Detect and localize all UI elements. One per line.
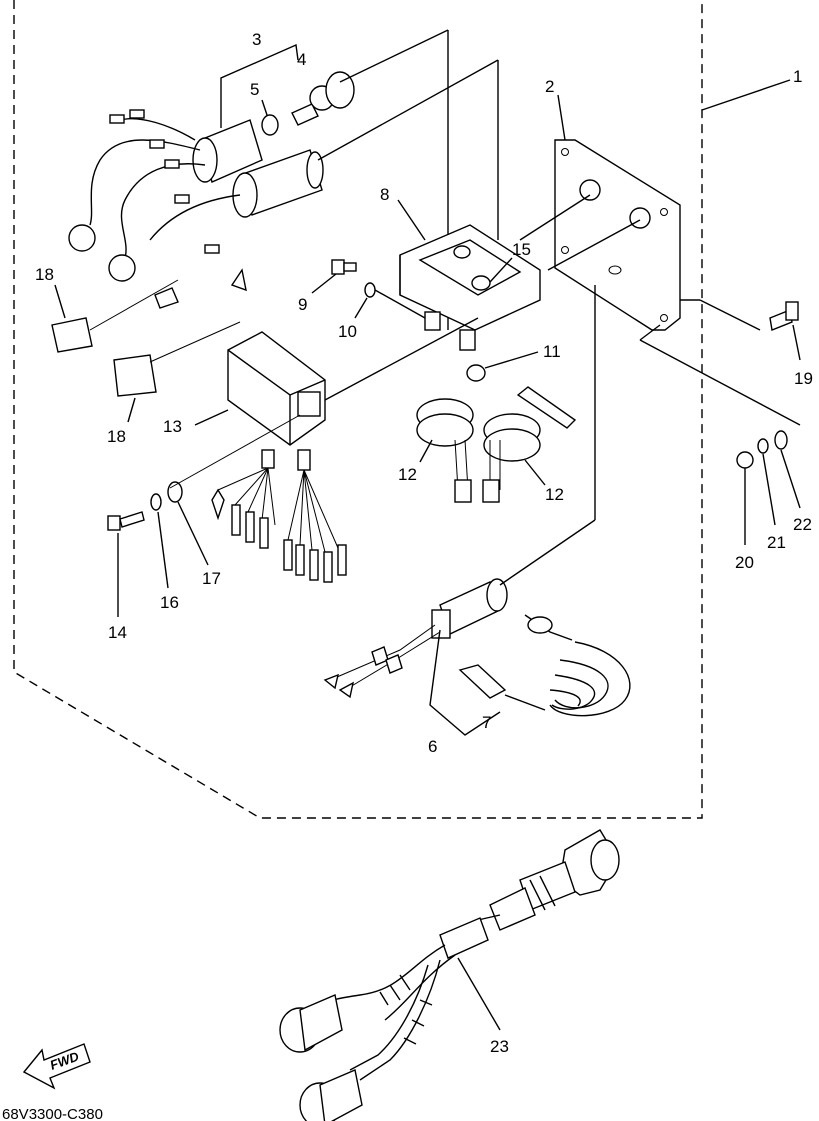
washer [364,282,376,298]
bolt [107,511,145,531]
callout-12-right: 12 [545,485,564,504]
callout-5: 5 [250,80,259,99]
main-switch [68,71,355,309]
cable-tie [516,386,577,429]
bracket [399,224,541,351]
lanyard [458,614,631,717]
callout-17: 17 [202,569,221,588]
callout-16: 16 [160,593,179,612]
part-code: 68V3300-C380 [2,1106,103,1121]
callout-7: 7 [482,713,491,732]
nut [466,364,486,382]
forward-direction-arrow: FWD [22,1043,91,1090]
callout-2: 2 [545,77,554,96]
panel-washer [774,430,788,450]
assembly-boundary [13,0,703,819]
panel-nut [736,451,754,469]
callout-18-lower: 18 [107,427,126,446]
callout-6: 6 [428,737,437,756]
callout-12-left: 12 [398,465,417,484]
callout-9: 9 [298,295,307,314]
callout-8: 8 [380,185,389,204]
callout-22: 22 [793,515,812,534]
panel-plate [554,139,681,331]
callout-3: 3 [252,30,261,49]
control-unit [211,331,347,583]
stop-switch [323,578,508,699]
lock-washer [150,493,162,511]
callout-20: 20 [735,553,754,572]
panel-screw [769,301,799,331]
callout-15: 15 [512,240,531,259]
callout-11: 11 [543,342,561,361]
callout-10: 10 [338,322,357,341]
callout-1: 1 [793,67,802,86]
panel-lock-washer [757,438,769,454]
buzzer-left [416,398,474,503]
wire-harness [279,829,620,1121]
callout-21: 21 [767,533,786,552]
callout-19: 19 [794,369,813,388]
grommet-nut [471,275,491,291]
callout-18-upper: 18 [35,265,54,284]
callout-13: 13 [163,417,182,436]
buzzer-right [482,413,541,503]
callout-4: 4 [297,50,306,69]
callout-14: 14 [108,623,127,642]
callout-23: 23 [490,1037,509,1056]
cap-lower [113,354,157,397]
screw [331,259,357,275]
cap-upper [51,317,93,353]
